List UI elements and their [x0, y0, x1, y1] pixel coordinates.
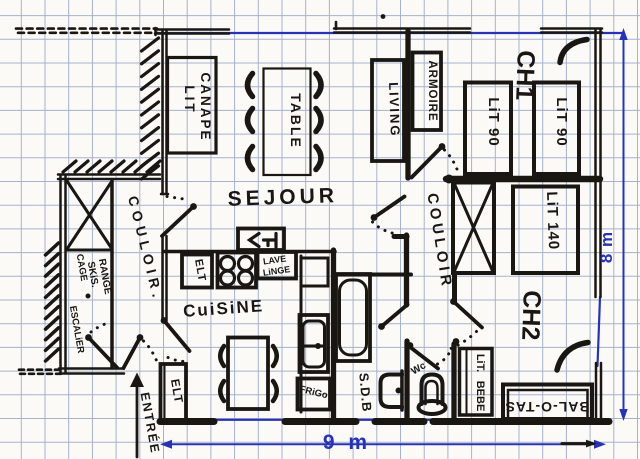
svg-text:LiT 90: LiT 90 [553, 97, 570, 146]
svg-text:LIVING: LIVING [386, 82, 403, 138]
svg-text:8 m: 8 m [597, 231, 616, 263]
svg-text:S.D.B: S.D.B [356, 372, 374, 413]
svg-text:SKiS.: SKiS. [85, 261, 100, 289]
svg-text:LiNGE: LiNGE [262, 264, 291, 278]
svg-text:CH1: CH1 [510, 50, 540, 101]
svg-text:LIT: LIT [182, 85, 197, 114]
svg-text:CANAPE: CANAPE [198, 72, 213, 141]
svg-text:CAGE: CAGE [74, 253, 90, 282]
svg-text:ELT: ELT [168, 378, 186, 405]
svg-text:9 m: 9 m [323, 431, 371, 454]
svg-text:BEBE: BEBE [474, 381, 486, 412]
svg-text:LiT.: LiT. [474, 354, 486, 372]
svg-text:SEJOUR: SEJOUR [227, 184, 338, 211]
svg-text:CH2: CH2 [516, 290, 546, 341]
svg-text:LAVE: LAVE [262, 253, 287, 266]
svg-text:LiT 90: LiT 90 [485, 97, 502, 146]
svg-text:LiT 140: LiT 140 [543, 191, 562, 250]
svg-text:ARMOIRE: ARMOIRE [426, 60, 438, 121]
svg-text:BAL-O-TAS: BAL-O-TAS [505, 399, 590, 415]
svg-text:ELT: ELT [192, 258, 208, 283]
svg-text:TABLE: TABLE [288, 93, 304, 149]
